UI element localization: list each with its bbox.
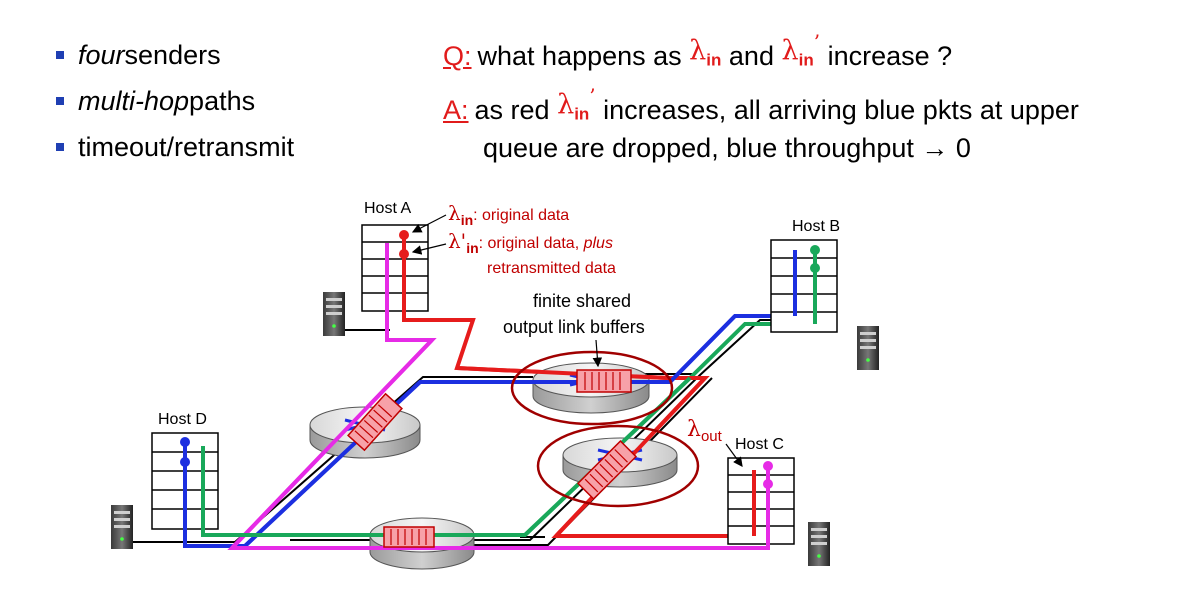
- lambda-symbol: λ: [557, 89, 575, 121]
- answer-line-1: A: as red λin’ increases, all arriving b…: [443, 84, 1079, 130]
- host-b-dot: [810, 245, 820, 255]
- bullet-marker: [56, 97, 64, 105]
- lambda-subscript: in: [574, 104, 590, 124]
- server-icon: [857, 326, 879, 370]
- answer-text: as red: [474, 95, 558, 125]
- congested-router-highlight-top: [510, 350, 674, 426]
- host-c-stack: [727, 457, 795, 545]
- buffer-right: [576, 439, 638, 501]
- server-icon: [808, 522, 830, 566]
- answer-line-2: queue are dropped, blue throughput → 0: [443, 130, 1079, 166]
- host-c-label: Host C: [735, 436, 784, 453]
- bullet-timeout: timeout/retransmit: [56, 124, 294, 170]
- lambda-in-pointer: [411, 214, 447, 233]
- buffer-top: [576, 369, 632, 393]
- buffer-label-line1: finite shared: [533, 291, 631, 311]
- host-a-lambda-in-dot: [399, 230, 409, 240]
- host-d-dot: [180, 437, 190, 447]
- host-b-label: Host B: [792, 218, 840, 235]
- host-a-lambda-in-prime-dot: [399, 249, 409, 259]
- green-flow-path: [201, 250, 817, 537]
- buffer-pointer: [592, 339, 603, 368]
- prime-mark: ’: [589, 84, 596, 109]
- host-a-stack: [361, 224, 429, 312]
- buffer-label-line2: output link buffers: [503, 317, 645, 337]
- lambda-in: λin: [689, 31, 721, 80]
- lambda-in-prime-annotation: λ'in: original data, plus: [448, 229, 613, 256]
- buffer-left: [347, 392, 403, 452]
- lambda-in-annotation: λin: original data: [448, 201, 569, 228]
- bullet-multi-hop: multi-hop paths: [56, 78, 294, 124]
- prime-mark: ’: [813, 30, 821, 55]
- lambda-symbol: λ: [781, 35, 799, 67]
- lambda-subscript: in: [798, 50, 814, 70]
- lambda-in-prime-pointer: [411, 243, 447, 255]
- lambda-out-label: λout: [687, 417, 723, 445]
- bullet-emphasis: four: [78, 39, 125, 70]
- question-answer: Q: what happens as λin and λin’ increase…: [443, 30, 1079, 166]
- question-text: increase ?: [820, 41, 953, 71]
- host-a-label: Host A: [364, 200, 411, 217]
- host-b-stack: [770, 239, 838, 333]
- answer-text: queue are dropped, blue throughput → 0: [483, 133, 971, 163]
- congested-router-highlight-right: [536, 424, 700, 508]
- buffer-bottom: [383, 526, 435, 548]
- bullet-text: senders: [124, 39, 221, 70]
- question-text: and: [721, 41, 782, 71]
- server-icon: [323, 292, 345, 336]
- answer-label: A:: [443, 95, 469, 125]
- lambda-in-prime-annotation-line2: retransmitted data: [487, 260, 616, 277]
- bullet-text: timeout/retransmit: [78, 131, 295, 162]
- lambda-out-pointer: [725, 443, 743, 467]
- bullet-four-senders: four senders: [56, 32, 294, 78]
- bullet-emphasis: multi-hop: [78, 85, 190, 116]
- bullet-marker: [56, 143, 64, 151]
- lambda-in-prime: λin’: [781, 30, 821, 80]
- host-c-dot: [763, 461, 773, 471]
- server-icon: [111, 505, 133, 549]
- host-d-dot: [180, 457, 190, 467]
- lambda-subscript: in: [706, 50, 722, 70]
- bullet-list: four senders multi-hop paths timeout/ret…: [56, 32, 294, 170]
- host-c-dot: [763, 479, 773, 489]
- bullet-text: paths: [189, 85, 256, 116]
- lambda-symbol: λ: [689, 35, 707, 67]
- question-line: Q: what happens as λin and λin’ increase…: [443, 30, 1079, 80]
- answer-text: increases, all arriving blue pkts at upp…: [595, 95, 1079, 125]
- question-label: Q:: [443, 41, 472, 71]
- lambda-in-prime: λin’: [557, 84, 596, 134]
- host-d-label: Host D: [158, 411, 207, 428]
- question-text: what happens as: [477, 41, 690, 71]
- bullet-marker: [56, 51, 64, 59]
- host-b-dot: [810, 263, 820, 273]
